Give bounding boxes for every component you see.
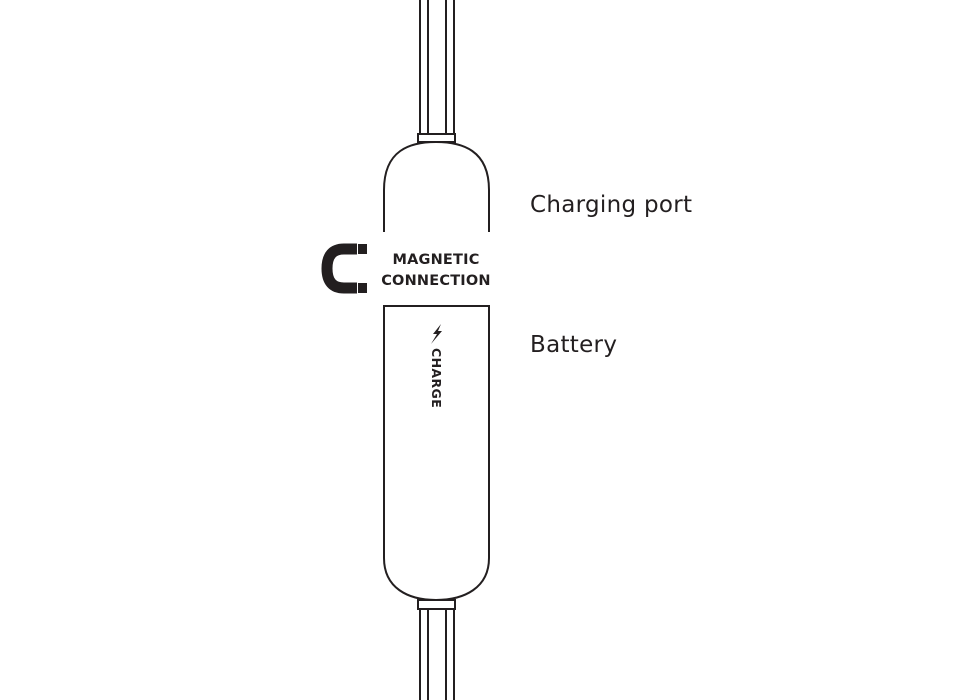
top-cable [419,0,455,134]
magnetic-label-line1: MAGNETIC [392,252,479,268]
lightning-bolt-icon [431,324,442,344]
charging-port-head [383,140,490,232]
charging-port-label: Charging port [530,192,692,218]
bottom-cable-collar [417,599,456,610]
magnetic-label-line2: CONNECTION [381,273,491,289]
bottom-cable [419,609,455,700]
magnet-icon [321,243,368,294]
charge-label: CHARGE [429,348,444,408]
top-cable-collar [417,133,456,143]
battery-label: Battery [530,332,617,358]
